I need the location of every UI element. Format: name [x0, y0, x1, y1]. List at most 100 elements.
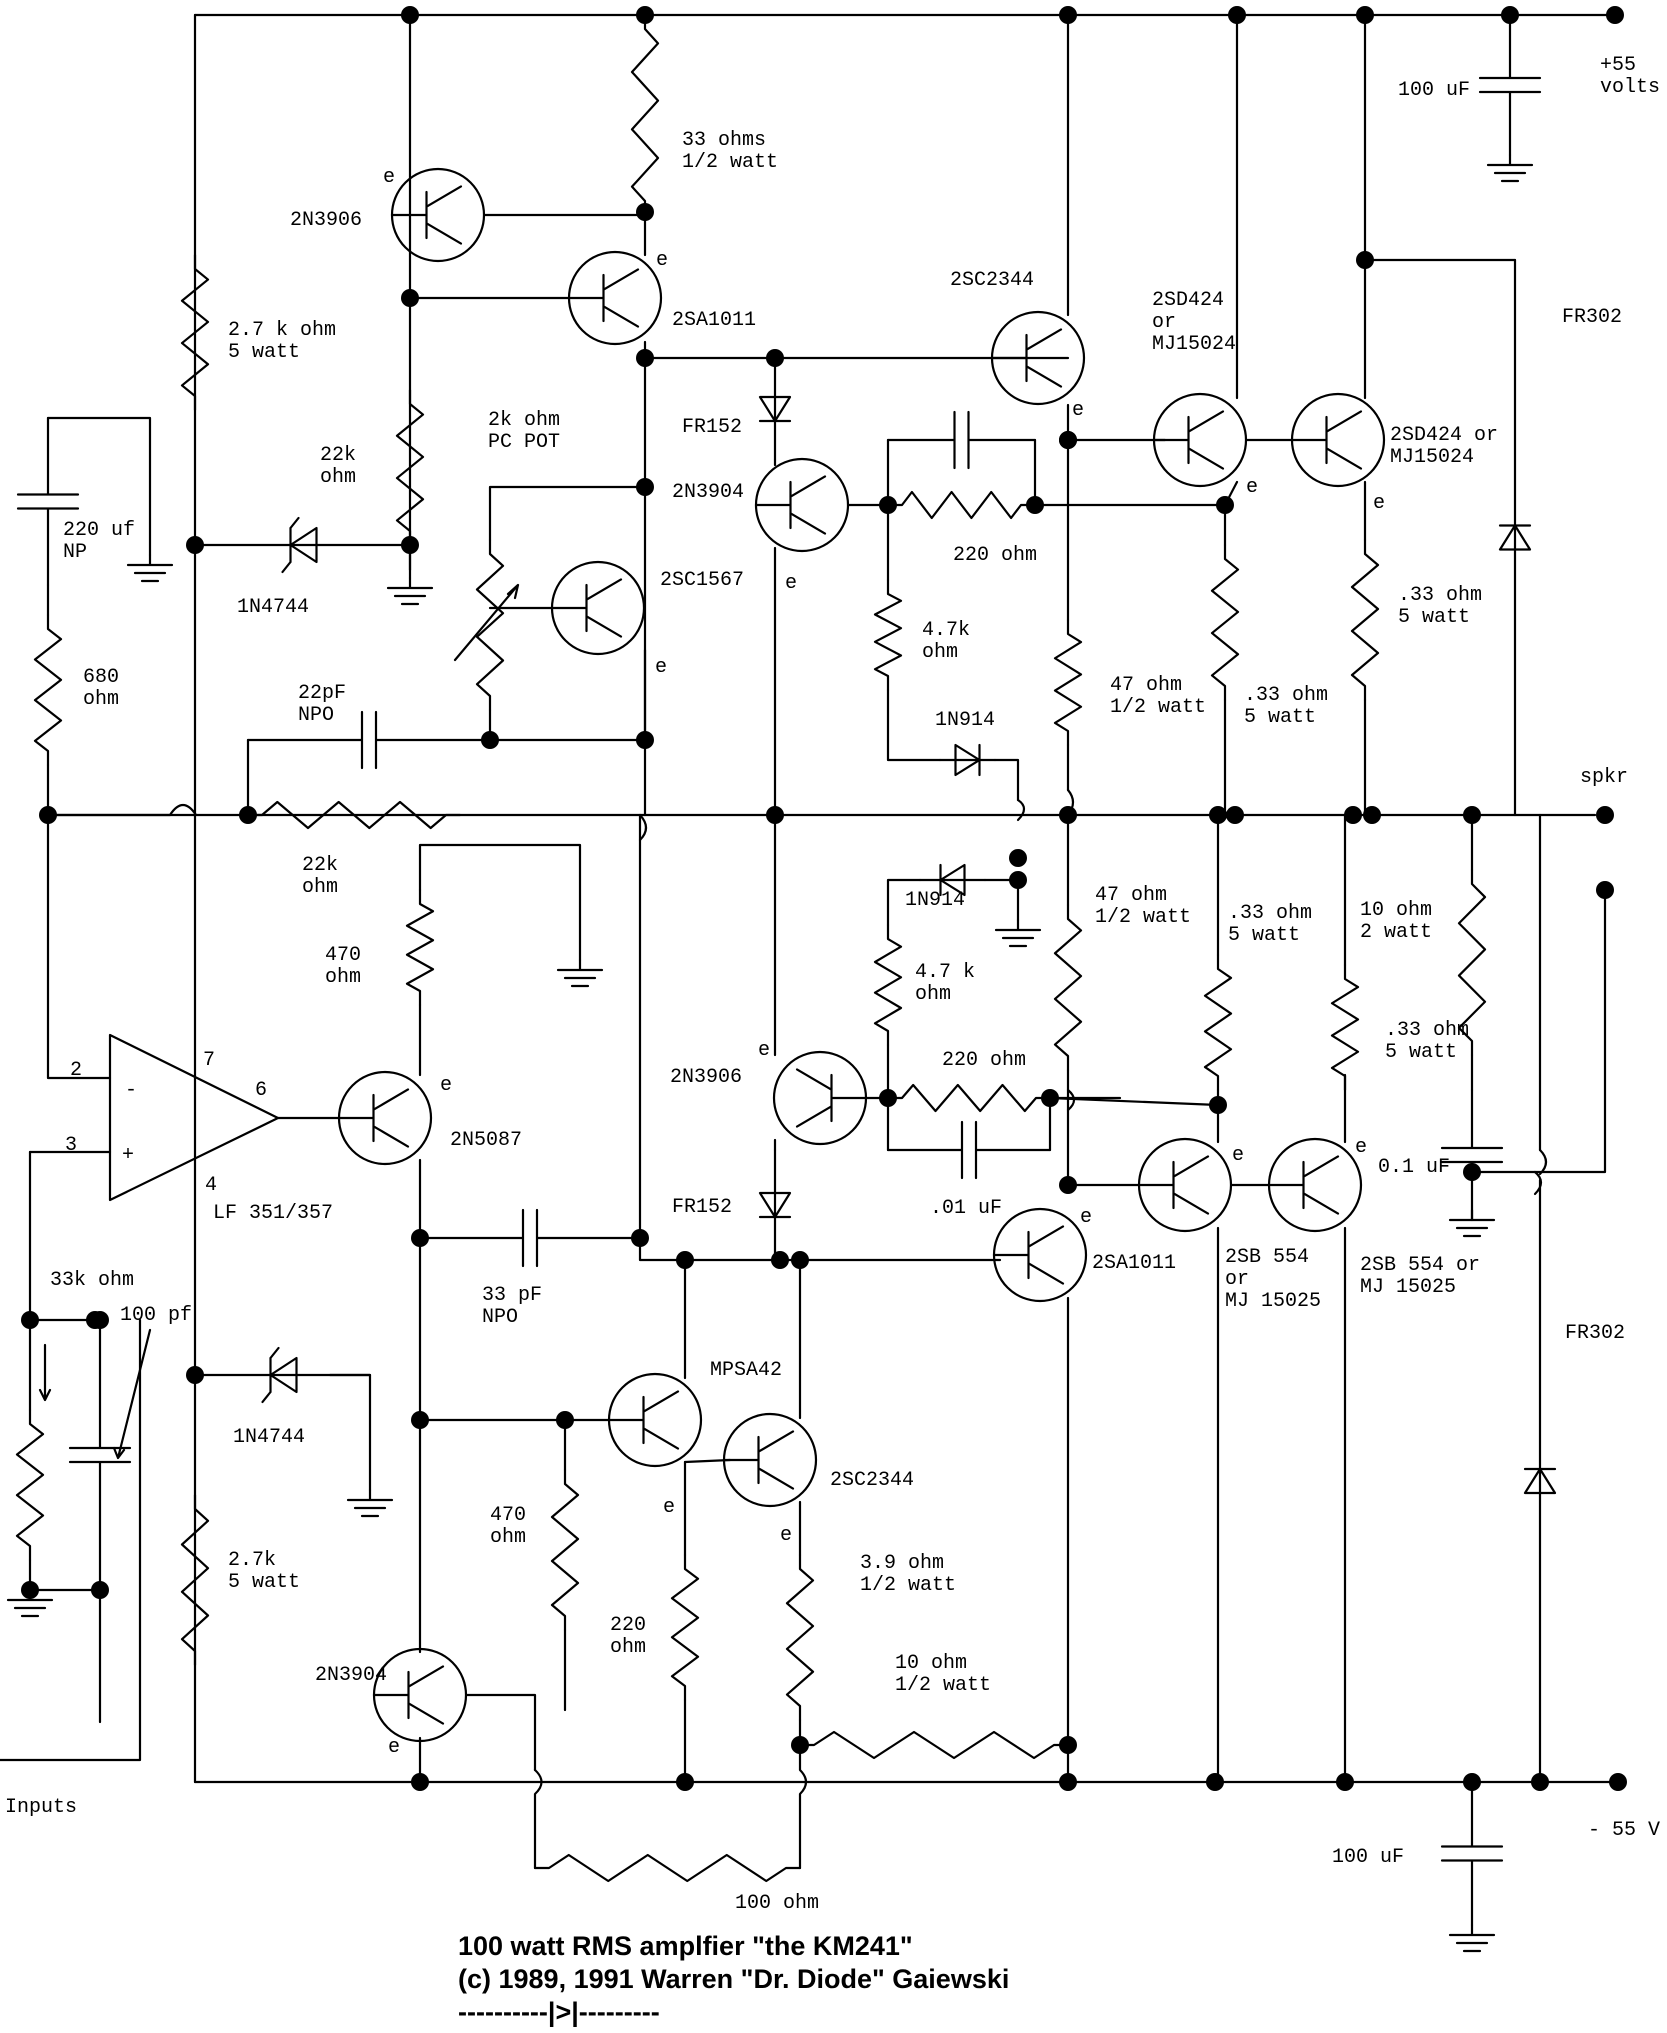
adjust-arrow	[112, 1328, 152, 1460]
junction-dot	[1041, 1089, 1059, 1107]
emitter-label: e	[1072, 399, 1084, 422]
emitter-label: e	[758, 1039, 770, 1062]
junction-dot	[91, 1311, 109, 1329]
junction-dot	[1009, 871, 1027, 889]
crossover	[533, 1768, 543, 1870]
junction-dot	[766, 349, 784, 367]
junction-dot	[1009, 849, 1027, 867]
transistor-leads	[1137, 1155, 1210, 1215]
crossover	[1016, 798, 1026, 822]
transistor-leads	[722, 1430, 795, 1490]
resistor-33k	[15, 1408, 45, 1562]
resistor-0-33-ohm-a	[1210, 543, 1240, 702]
potentiometer-2k	[475, 538, 505, 712]
wire	[46, 416, 152, 557]
label-z-bot: 1N4744	[233, 1426, 305, 1449]
transistor-leads	[567, 268, 640, 328]
junction-dot	[1356, 6, 1374, 24]
resistor-100-ohm	[533, 1853, 802, 1883]
resistor-22k-bias	[395, 388, 425, 547]
junction-dot	[239, 806, 257, 824]
label-opamp-pin6: 6	[255, 1079, 267, 1102]
junction-dot	[636, 349, 654, 367]
resistor-47-ohm-top	[1053, 618, 1083, 747]
junction-dot	[1226, 806, 1244, 824]
junction-dot	[1501, 6, 1519, 24]
capacitor-33pf-npo	[418, 1208, 642, 1268]
wire	[1048, 1096, 1220, 1107]
transistor-leads	[607, 1390, 680, 1450]
junction-dot	[1228, 6, 1246, 24]
label-q-2n5087: 2N5087	[450, 1129, 522, 1152]
junction-dot	[636, 203, 654, 221]
supply-cap-top	[1478, 13, 1542, 157]
junction-dot	[481, 731, 499, 749]
label-r-100: 100 ohm	[735, 1892, 819, 1915]
label-fr152-bot: FR152	[672, 1196, 732, 1219]
junction-dot	[21, 1311, 39, 1329]
emitter-label: e	[780, 1524, 792, 1547]
resistor-220-ohm-top	[886, 490, 1037, 520]
label-fr302-top: FR302	[1562, 306, 1622, 329]
junction-dot	[1531, 1773, 1549, 1791]
emitter-label: e	[1232, 1144, 1244, 1167]
wire	[0, 1318, 142, 1762]
diode-1n914-bottom	[918, 863, 987, 897]
diode-fr302-bottom	[1523, 1178, 1557, 1784]
transistor-leads	[795, 1068, 868, 1128]
label-cap-0-1: 0.1 uF	[1378, 1156, 1450, 1179]
junction-dot	[1356, 251, 1374, 269]
resistor-0-33-ohm-b	[1350, 538, 1380, 702]
label-q-2sc1567: 2SC1567	[660, 569, 744, 592]
junction-dot	[771, 1251, 789, 1269]
junction-dot	[401, 289, 419, 307]
junction-dot	[1606, 6, 1624, 24]
resistor-2-7k-top	[180, 253, 210, 412]
junction-dot	[636, 478, 654, 496]
capacitor-22pf-npo	[246, 710, 492, 770]
wire	[993, 758, 1020, 802]
diode-fr152-bottom	[758, 1148, 792, 1262]
wire	[886, 503, 942, 762]
label-q-mpsa42: MPSA42	[710, 1359, 782, 1382]
transistor-leads	[1267, 1155, 1340, 1215]
label-q-2sa1011-top: 2SA1011	[672, 309, 756, 332]
label-r-220-bot: 220 ohm	[942, 1049, 1026, 1072]
emitter-label: e	[1355, 1136, 1367, 1159]
transistor-leads	[390, 185, 463, 245]
diode-fr152-top	[758, 356, 792, 462]
wire	[886, 1096, 1052, 1152]
junction-dot	[1463, 806, 1481, 824]
junction-dots	[21, 6, 1627, 1791]
transistor-leads	[992, 1225, 1065, 1285]
transistor-leads	[550, 578, 623, 638]
crossover	[638, 813, 648, 842]
junction-dot	[1463, 1773, 1481, 1791]
junction-dot	[676, 1773, 694, 1791]
resistor-220-ohm-bottom-driver	[886, 1083, 1052, 1113]
junction-dot	[411, 1773, 429, 1791]
junction-dot	[1059, 431, 1077, 449]
emitter-label: e	[663, 1496, 675, 1519]
junction-dot	[21, 1581, 39, 1599]
junction-dot	[1596, 806, 1614, 824]
junction-dot	[1059, 1736, 1077, 1754]
resistor-0-33-ohm-d	[1330, 963, 1360, 1092]
label-cap-top: 100 uF	[1398, 79, 1470, 102]
junction-dot	[401, 6, 419, 24]
wires	[0, 13, 1617, 1784]
junction-dot	[1336, 1773, 1354, 1791]
zener-1n4744-top	[193, 516, 412, 574]
resistor-0-33-ohm-c	[1203, 953, 1233, 1092]
resistor-680-ohm	[33, 613, 63, 767]
label-r-220-top: 220 ohm	[953, 544, 1037, 567]
title-block: 100 watt RMS amplfier "the KM241" (c) 19…	[458, 1930, 1009, 2029]
